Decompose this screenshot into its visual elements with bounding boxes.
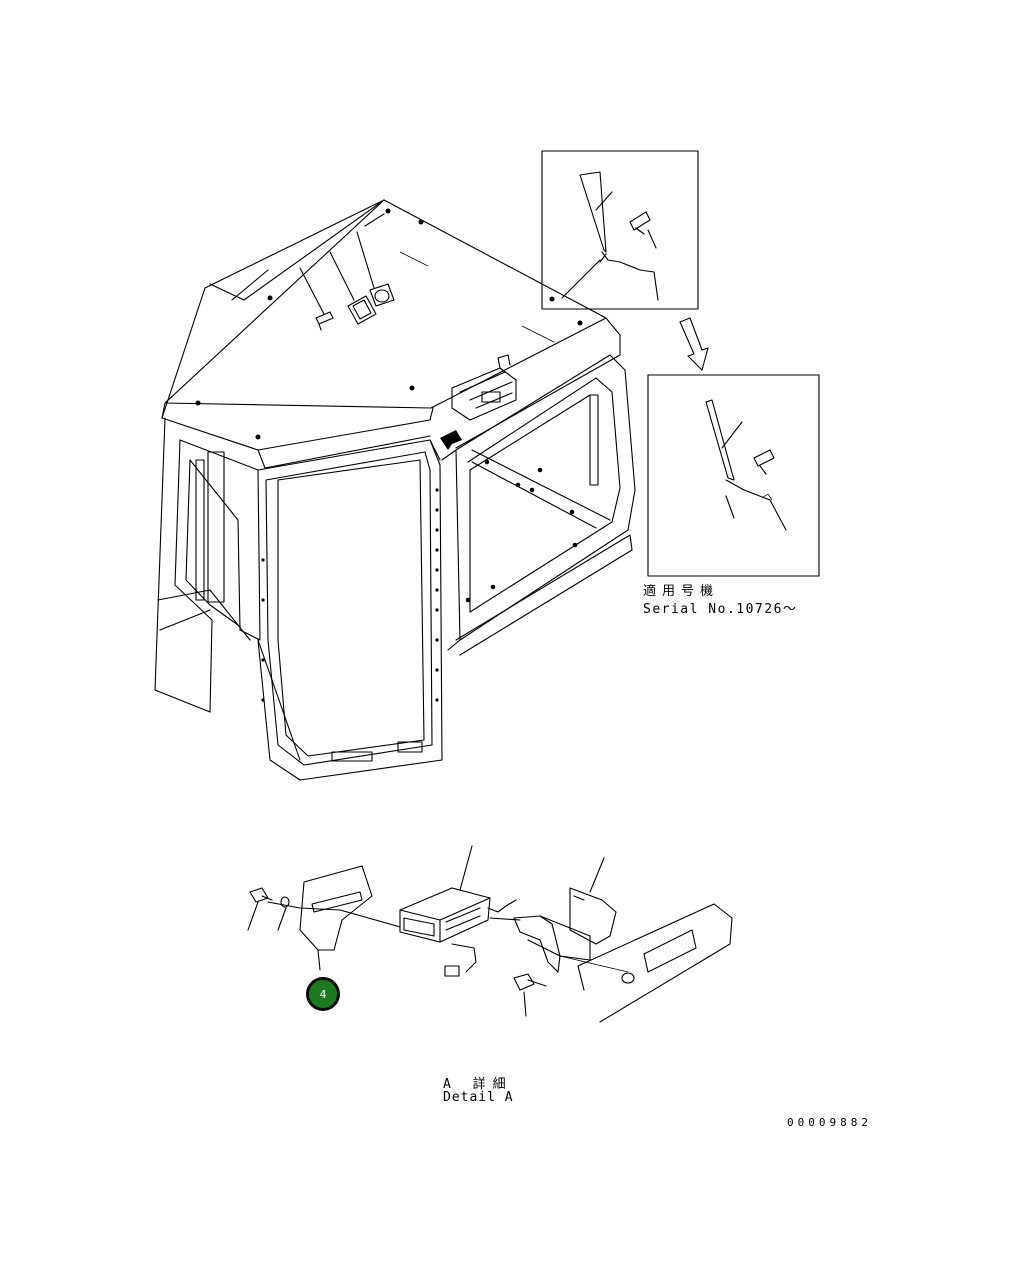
detail-label-jp: A 詳細 <box>443 1077 513 1092</box>
serial-applicability-en: Serial No.10726～ <box>643 602 798 617</box>
transition-arrow <box>679 317 709 371</box>
drawing-number: 00009882 <box>787 1116 872 1129</box>
detail-a-assembly <box>247 845 733 1023</box>
part-callout-number: 4 <box>319 987 327 1001</box>
part-callout-4[interactable]: 4 <box>306 977 340 1011</box>
serial-applicability-jp: 適用号機 <box>643 584 720 599</box>
detail-label-en: Detail A <box>443 1090 514 1105</box>
cab-frame <box>154 199 636 781</box>
inset-antenna-current <box>647 374 820 577</box>
inset-antenna-previous <box>541 150 699 310</box>
